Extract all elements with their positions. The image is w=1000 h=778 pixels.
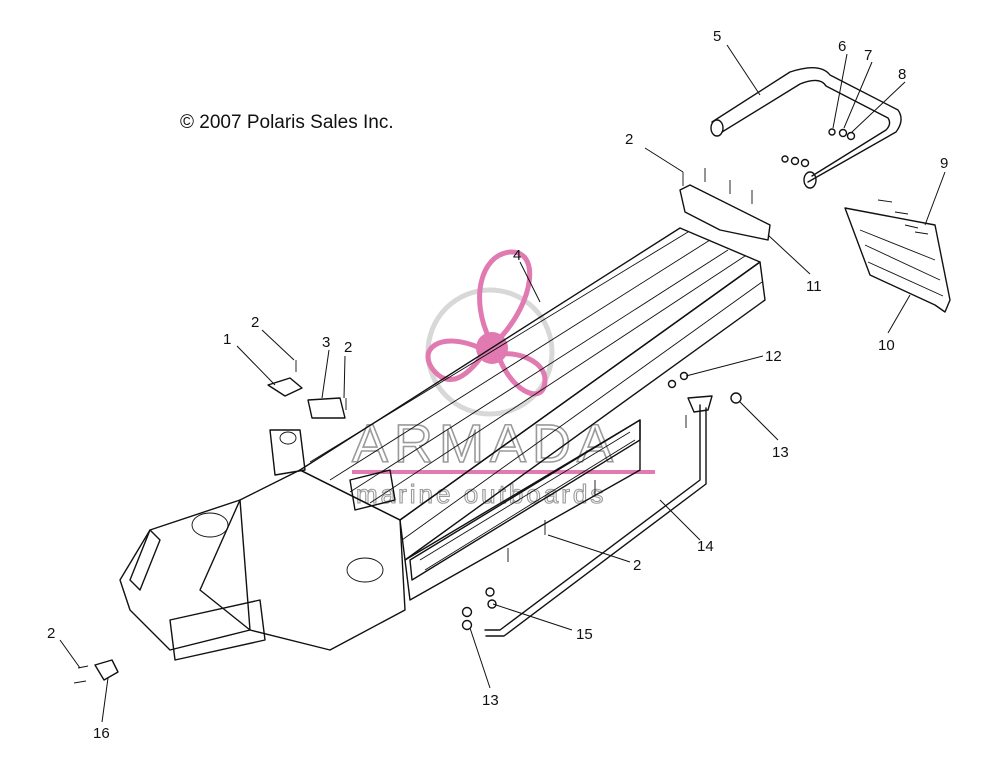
- callout-2: 2: [47, 625, 55, 642]
- part-16-cover: [94, 659, 119, 681]
- part-13-nut: [461, 619, 473, 631]
- watermark-brand: ARMADA: [352, 414, 619, 474]
- callout-16: 16: [93, 725, 110, 742]
- callout-2: 2: [251, 314, 259, 331]
- rod-bracket: [687, 395, 713, 413]
- callout-11: 11: [806, 278, 822, 295]
- chassis-tunnel: [119, 227, 766, 661]
- part-15-bolt: [487, 599, 497, 609]
- part-13-nut: [461, 606, 473, 618]
- callout-12: 12: [765, 348, 782, 365]
- callout-6: 6: [838, 38, 846, 55]
- bolt-icon: [781, 155, 789, 163]
- callout-13: 13: [772, 444, 789, 461]
- part-3-bracket: [307, 397, 346, 419]
- callout-5: 5: [713, 28, 721, 45]
- part-13-nut: [730, 392, 742, 404]
- part-8-nut: [846, 131, 856, 141]
- copyright-text: © 2007 Polaris Sales Inc.: [180, 112, 394, 133]
- callout-7: 7: [864, 47, 872, 64]
- callout-14: 14: [697, 538, 714, 555]
- callout-2: 2: [625, 131, 633, 148]
- callout-9: 9: [940, 155, 948, 172]
- callout-labels: 1 2 3 2 4 5 6 7 8 2 9 10 11 12 13 14 2 1…: [47, 28, 948, 742]
- part-6-bolt: [828, 128, 836, 136]
- callout-2: 2: [344, 339, 352, 356]
- callout-2: 2: [633, 557, 641, 574]
- part-1-bracket: [267, 377, 303, 397]
- watermark-tagline: marine outboards: [356, 479, 606, 509]
- part-15-bolt: [485, 587, 495, 597]
- callout-13: 13: [482, 692, 499, 709]
- nut-icon: [800, 158, 810, 168]
- part-7-washer: [838, 128, 848, 138]
- watermark-logo: [425, 249, 555, 417]
- leader-lines: [59, 44, 946, 723]
- part-5-rear-bumper: [710, 67, 902, 189]
- part-11-bracket: [679, 184, 771, 241]
- part-10-snowflap: [844, 207, 951, 313]
- part-12-bolt: [667, 379, 677, 389]
- washer-icon: [790, 156, 800, 166]
- callout-4: 4: [513, 247, 521, 264]
- callout-3: 3: [322, 334, 330, 351]
- callout-8: 8: [898, 66, 906, 83]
- callout-15: 15: [576, 626, 593, 643]
- part-14-rod: [484, 404, 701, 631]
- propeller-icon: [425, 249, 548, 397]
- callout-10: 10: [878, 337, 895, 354]
- callout-1: 1: [223, 331, 231, 348]
